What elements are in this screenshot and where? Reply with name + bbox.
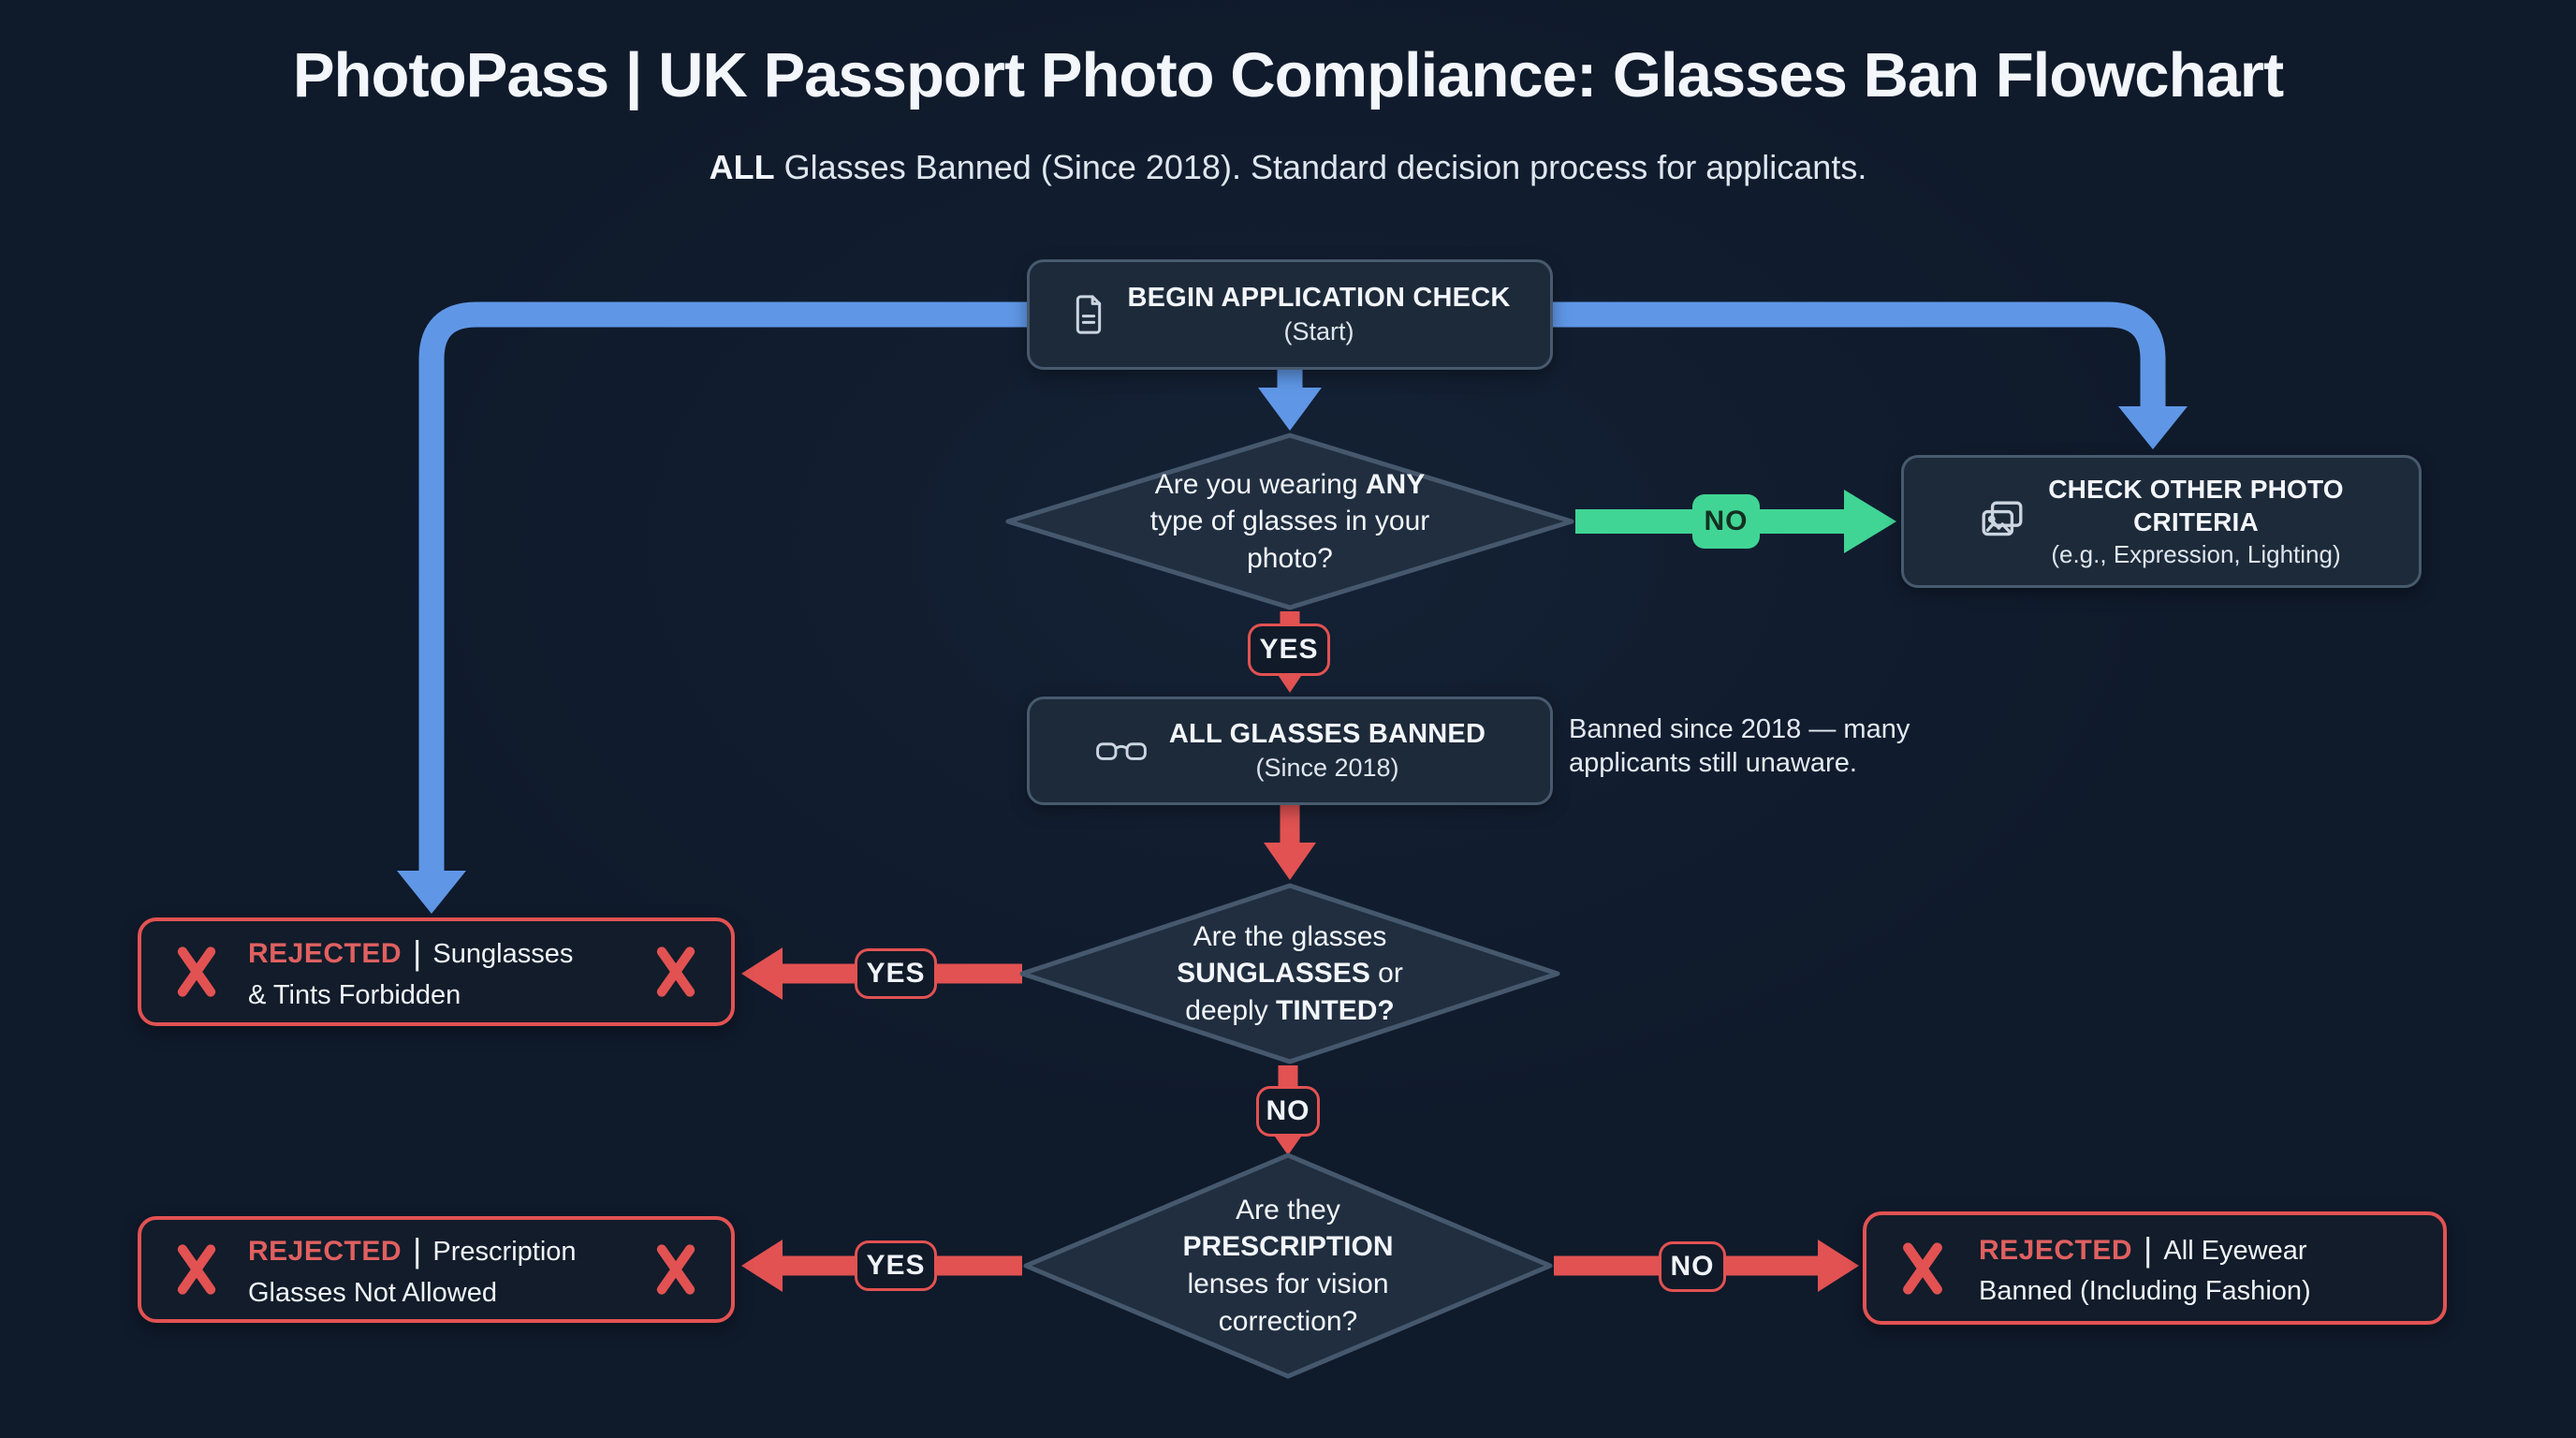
ban-subtitle: (Since 2018) [1255, 754, 1399, 783]
photos-icon [1982, 501, 2023, 536]
decision-sun-line2: SUNGLASSES or [1177, 958, 1403, 990]
badge-no-to-prescription: NO [1256, 1086, 1320, 1137]
subtitle-rest: Glasses Banned (Since 2018). Standard de… [774, 148, 1867, 186]
arrowhead-left-into-reject-sunglasses [741, 947, 783, 1000]
decision-any-line3: photo? [1247, 542, 1333, 574]
badge-yes-to-reject-prescription: YES [855, 1240, 937, 1291]
ban-title: ALL GLASSES BANNED [1168, 719, 1486, 750]
decision-any-line2: type of glasses in your [1149, 506, 1430, 537]
subtitle-emphasis: ALL [709, 148, 775, 186]
arrowhead-left-into-reject-prescription [741, 1240, 783, 1292]
diamond-shape [1023, 1152, 1553, 1379]
rejected-all-line2: Banned (Including Fashion) [1979, 1276, 2311, 1307]
arrowhead-into-check-other [2118, 406, 2188, 449]
decision-sun-line1: Are the glasses [1193, 920, 1387, 952]
decision-rx-line3: lenses for vision [1187, 1269, 1389, 1299]
node-rejected-sunglasses: REJECTED|Sunglasses & Tints Forbidden [138, 917, 735, 1026]
decision-prescription: Are they PRESCRIPTION lenses for vision … [1022, 1152, 1554, 1380]
decision-any-line1: Are you wearing ANY [1154, 468, 1426, 500]
start-subtitle: (Start) [1283, 317, 1354, 346]
badge-yes-to-ban: YES [1248, 624, 1330, 676]
x-icon [1903, 1241, 1942, 1295]
edge-start-to-check-other [1553, 301, 2166, 408]
arrowhead-right-into-reject-all [1818, 1240, 1859, 1292]
arrowhead-green-right [1844, 490, 1896, 553]
node-rejected-all-eyewear: REJECTED|All Eyewear Banned (Including F… [1863, 1211, 2447, 1325]
check-other-subtitle: (e.g., Expression, Lighting) [2051, 540, 2341, 569]
arrowhead-into-decision-any [1258, 388, 1322, 431]
check-other-title-line1: CHECK OTHER PHOTO [2048, 474, 2344, 504]
badge-yes-to-reject-sunglasses: YES [855, 948, 937, 999]
arrowhead-into-reject-sunglasses [397, 871, 466, 914]
x-icon [656, 946, 695, 997]
ban-note-line1: Banned since 2018 — many [1569, 714, 1910, 744]
check-other-title-line2: CRITERIA [2133, 507, 2259, 537]
ban-note-line2: applicants still unaware. [1569, 747, 1857, 778]
x-icon [177, 946, 216, 997]
node-all-glasses-banned: ALL GLASSES BANNED (Since 2018) [1027, 697, 1553, 805]
node-check-other-criteria: CHECK OTHER PHOTO CRITERIA (e.g., Expres… [1901, 455, 2422, 588]
decision-sunglasses-tinted: Are the glasses SUNGLASSES or deeply TIN… [1018, 882, 1561, 1065]
badge-no-green: NO [1692, 494, 1760, 549]
decision-rx-line4: correction? [1218, 1305, 1358, 1337]
badge-no-to-reject-all: NO [1659, 1241, 1726, 1292]
diamond-shape [1019, 883, 1560, 1064]
pipe-divider: | [413, 933, 422, 973]
rejected-prescription-line1: REJECTED|Prescription [248, 1231, 577, 1270]
ban-note: Banned since 2018 — many applicants stil… [1569, 713, 1910, 781]
x-icon [177, 1244, 216, 1295]
start-title: BEGIN APPLICATION CHECK [1127, 283, 1511, 314]
node-start: BEGIN APPLICATION CHECK (Start) [1027, 259, 1553, 370]
decision-rx-line1: Are they [1236, 1194, 1340, 1225]
diamond-shape [1005, 433, 1574, 610]
pipe-divider: | [2144, 1229, 2153, 1269]
document-icon [1076, 295, 1101, 334]
rejected-sunglasses-line2: & Tints Forbidden [248, 979, 461, 1010]
decision-rx-line2: PRESCRIPTION [1182, 1231, 1394, 1263]
decision-sun-line3: deeply TINTED? [1185, 994, 1395, 1026]
page-title: PhotoPass | UK Passport Photo Compliance… [292, 40, 2284, 110]
glasses-icon [1096, 742, 1147, 760]
decision-any-glasses: Are you wearing ANY type of glasses in y… [1004, 432, 1575, 611]
node-rejected-prescription: REJECTED|Prescription Glasses Not Allowe… [138, 1216, 735, 1323]
x-icon [656, 1244, 695, 1295]
arrowhead-into-decision-sunglasses [1264, 843, 1316, 880]
rejected-sunglasses-line1: REJECTED|Sunglasses [248, 933, 574, 973]
rejected-prescription-line2: Glasses Not Allowed [248, 1277, 497, 1308]
edge-start-to-reject-sunglasses [418, 301, 1027, 871]
page-subtitle: ALL Glasses Banned (Since 2018). Standar… [0, 148, 2576, 187]
rejected-all-line1: REJECTED|All Eyewear [1979, 1229, 2307, 1269]
pipe-divider: | [413, 1231, 422, 1270]
